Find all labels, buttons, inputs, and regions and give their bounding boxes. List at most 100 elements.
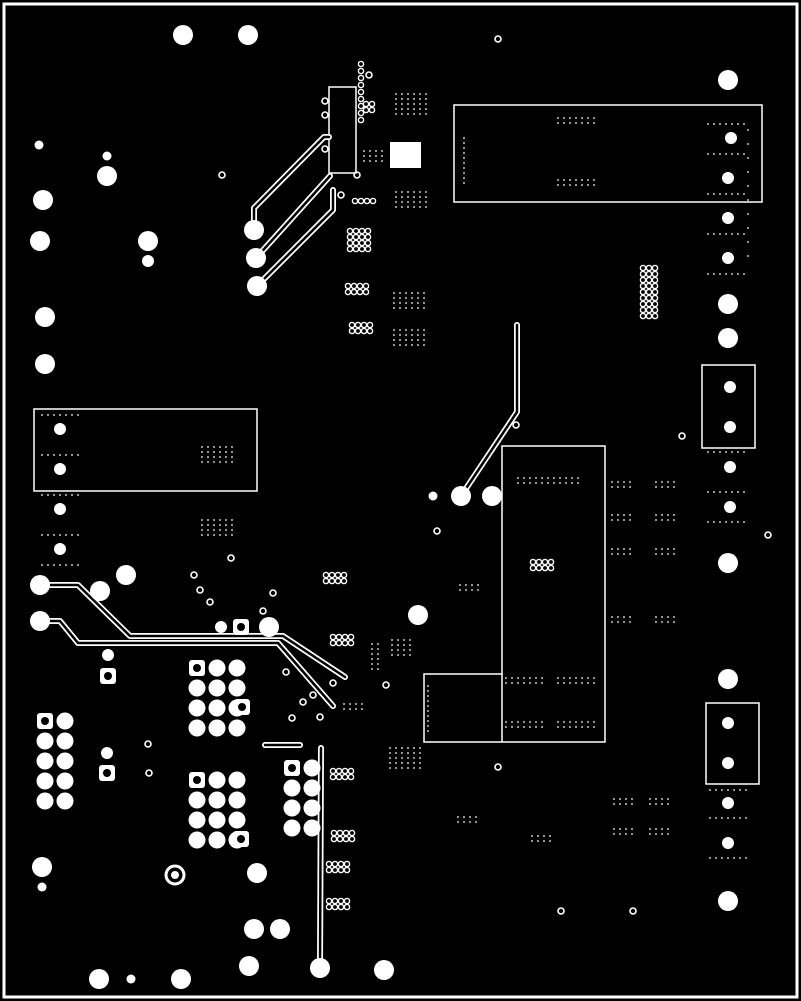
silkscreen-dot (587, 179, 589, 181)
smd-pad (358, 233, 366, 241)
silkscreen-dot (581, 726, 583, 728)
silkscreen-dot (207, 529, 209, 531)
pad (722, 252, 734, 264)
smd-pad (357, 81, 365, 89)
silkscreen-dot (401, 767, 403, 769)
silkscreen-dot (713, 123, 715, 125)
smd-pad (335, 773, 343, 781)
silkscreen-dot (593, 122, 595, 124)
silkscreen-dot (617, 616, 619, 618)
via (299, 698, 307, 706)
silkscreen-dot (413, 762, 415, 764)
silkscreen-dot (407, 98, 409, 100)
silkscreen-dot (401, 762, 403, 764)
silkscreen-dot (343, 708, 345, 710)
through-hole-pad (171, 969, 191, 989)
smd-pad (547, 564, 555, 572)
silkscreen-dot (53, 564, 55, 566)
silkscreen-dot (661, 833, 663, 835)
pad (54, 423, 66, 435)
smd-pad (368, 100, 376, 108)
silkscreen-dot (719, 153, 721, 155)
pad-hole (41, 717, 49, 725)
silkscreen-dot (71, 454, 73, 456)
silkscreen-dot (535, 721, 537, 723)
smd-pad (651, 300, 659, 308)
silkscreen-dot (225, 461, 227, 463)
silkscreen-dot (369, 160, 371, 162)
silkscreen-dot (361, 703, 363, 705)
grid-pad (303, 799, 321, 817)
grid-pad (188, 811, 206, 829)
silkscreen-dot (413, 98, 415, 100)
through-hole-pad (244, 919, 264, 939)
silkscreen-dot (623, 553, 625, 555)
silkscreen-dot (587, 726, 589, 728)
smd-pad (348, 327, 356, 335)
silkscreen-dot (459, 584, 461, 586)
silkscreen-dot (537, 840, 539, 842)
trace-inner (254, 174, 332, 260)
silkscreen-dot (419, 103, 421, 105)
smd-pad (535, 558, 543, 566)
component-outline (705, 702, 760, 785)
silkscreen-dot (557, 726, 559, 728)
grid-pad (188, 699, 206, 717)
via (494, 35, 502, 43)
silkscreen-dot (557, 117, 559, 119)
silkscreen-dot (407, 93, 409, 95)
silkscreen-dot (349, 703, 351, 705)
silkscreen-dot (557, 682, 559, 684)
grid-pad (208, 791, 226, 809)
silkscreen-dot (381, 150, 383, 152)
silkscreen-dot (395, 201, 397, 203)
silkscreen-dot (471, 584, 473, 586)
smd-pad (651, 282, 659, 290)
smd-pad (645, 300, 653, 308)
via (337, 191, 345, 199)
smd-pad (645, 264, 653, 272)
silkscreen-dot (231, 519, 233, 521)
silkscreen-dot (411, 297, 413, 299)
silkscreen-dot (417, 297, 419, 299)
silkscreen-dot (631, 803, 633, 805)
silkscreen-dot (743, 491, 745, 493)
silkscreen-dot (667, 519, 669, 521)
grid-pad (208, 659, 226, 677)
grid-pad (56, 712, 74, 730)
through-hole-pad (310, 958, 330, 978)
silkscreen-dot (673, 548, 675, 550)
smd-pad (651, 270, 659, 278)
silkscreen-dot (733, 789, 735, 791)
silkscreen-dot (531, 840, 533, 842)
silkscreen-dot (575, 122, 577, 124)
silkscreen-dot (511, 677, 513, 679)
silkscreen-dot (629, 486, 631, 488)
silkscreen-dot (613, 798, 615, 800)
silkscreen-dot (747, 143, 749, 145)
silkscreen-dot (707, 153, 709, 155)
smd-pad (348, 829, 356, 837)
silkscreen-dot (619, 828, 621, 830)
silkscreen-dot (547, 482, 549, 484)
smd-pad (547, 558, 555, 566)
smd-pad (364, 239, 372, 247)
smd-pad (645, 270, 653, 278)
silkscreen-dot (417, 329, 419, 331)
silkscreen-dot (399, 334, 401, 336)
silkscreen-dot (661, 798, 663, 800)
via (218, 171, 226, 179)
silkscreen-dot (667, 828, 669, 830)
silkscreen-dot (401, 747, 403, 749)
silkscreen-dot (419, 762, 421, 764)
smd-pad (639, 270, 647, 278)
silkscreen-dot (619, 803, 621, 805)
silkscreen-dot (707, 273, 709, 275)
smd-pad (639, 264, 647, 272)
silkscreen-dot (673, 481, 675, 483)
silkscreen-dot (65, 454, 67, 456)
smd-pad (347, 639, 355, 647)
silkscreen-dot (427, 710, 429, 712)
silkscreen-dot (225, 456, 227, 458)
smd-pad (335, 633, 343, 641)
